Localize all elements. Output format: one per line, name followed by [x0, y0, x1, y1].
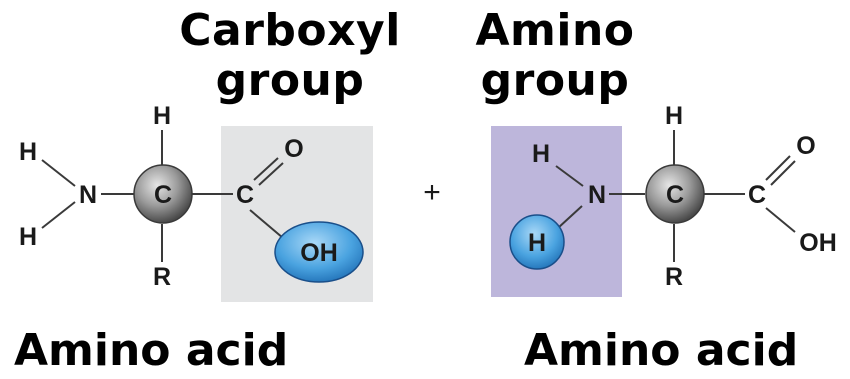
right-amino-acid-caption: Amino acid [524, 325, 799, 376]
plus-sign: + [423, 176, 441, 209]
left-amino-acid-caption: Amino acid [14, 325, 289, 376]
amino-group-box [491, 126, 622, 297]
left-alpha-carbon-ball [133, 164, 193, 224]
right-c-carboxyl: C [748, 181, 766, 209]
left-molecule-bonds [41, 130, 284, 262]
carboxyl-heading-line2: group [215, 55, 365, 106]
right-n: N [588, 181, 606, 209]
right-o: O [796, 132, 815, 160]
carboxyl-group-heading: Carboxyl group [160, 6, 420, 106]
left-o: O [284, 135, 303, 163]
right-molecule-bonds [555, 130, 796, 262]
right-h-highlight: H [528, 229, 546, 257]
left-n: N [79, 181, 97, 209]
left-c-alpha: C [154, 181, 172, 209]
right-oh: OH [799, 229, 837, 257]
left-h-lower-left: H [19, 223, 37, 251]
left-h-top: H [153, 102, 171, 130]
right-h-highlight-ball [509, 214, 565, 270]
right-h-amino: H [532, 140, 550, 168]
right-c-alpha: C [666, 181, 684, 209]
right-alpha-carbon-ball [645, 164, 705, 224]
left-c-carboxyl: C [236, 181, 254, 209]
right-r: R [665, 263, 683, 291]
amino-heading-line1: Amino [475, 5, 635, 56]
left-r: R [153, 263, 171, 291]
carboxyl-heading-line1: Carboxyl [179, 5, 401, 56]
left-h-upper-left: H [19, 138, 37, 166]
left-oh: OH [300, 239, 338, 267]
right-h-top: H [665, 102, 683, 130]
amino-heading-line2: group [480, 55, 630, 106]
amino-group-heading: Amino group [455, 6, 655, 106]
left-oh-ellipse [274, 221, 364, 283]
